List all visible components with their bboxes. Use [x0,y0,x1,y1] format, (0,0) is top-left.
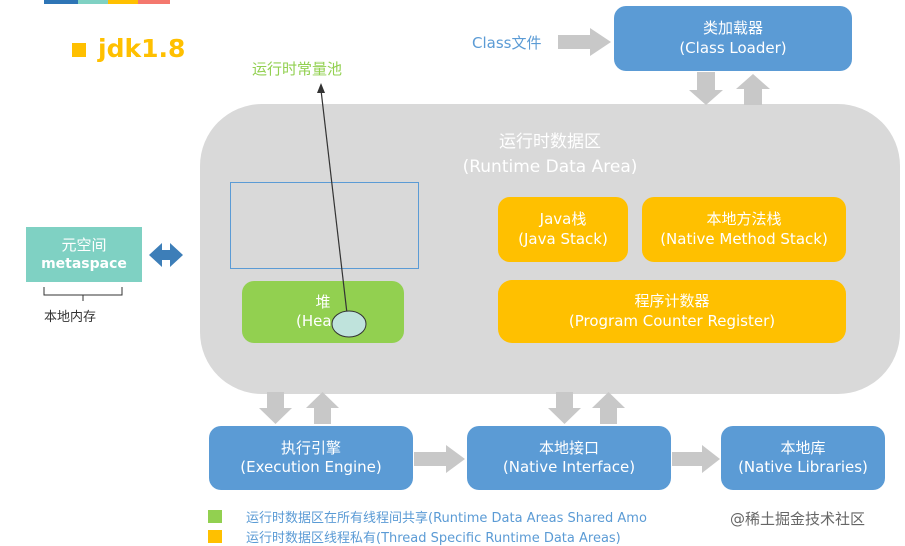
native-libraries-box: 本地库 (Native Libraries) [721,426,885,490]
java-stack-en: (Java Stack) [518,229,608,248]
method-area-box [230,182,419,269]
top-strip-yellow [108,0,138,4]
constant-pool-pointer [320,89,349,323]
native-method-stack-en: (Native Method Stack) [660,229,828,248]
title-bullet [72,43,86,57]
legend-text-shared: 运行时数据区在所有线程间共享(Runtime Data Areas Shared… [246,511,647,526]
runtime-data-area-zh: 运行时数据区 [499,132,601,152]
execution-engine-box: 执行引擎 (Execution Engine) [209,426,413,490]
program-counter-box: 程序计数器 (Program Counter Register) [498,280,846,343]
class-loader-en: (Class Loader) [679,38,787,57]
arrow-native-down [548,392,581,424]
legend-swatch-shared [208,510,222,523]
native-interface-en: (Native Interface) [502,458,636,476]
arrow-classfile-to-loader [558,28,611,56]
legend-text-private: 运行时数据区线程私有(Thread Specific Runtime Data … [246,531,621,546]
runtime-constant-pool-label: 运行时常量池 [252,60,343,78]
class-loader-box: 类加载器 (Class Loader) [614,6,852,71]
native-libraries-en: (Native Libraries) [738,458,868,476]
arrow-loader-up [736,74,770,105]
native-libraries-zh: 本地库 [780,438,826,457]
runtime-data-area-label: 运行时数据区 (Runtime Data Area) [200,130,900,179]
class-file-label: Class文件 [472,34,542,52]
top-strip-teal [78,0,108,4]
constant-pool-pointer-head [317,83,325,93]
legend-swatch-private [208,530,222,543]
arrow-native-to-lib [672,445,720,473]
metaspace-bracket [43,287,123,301]
arrow-native-up [592,392,625,424]
watermark: @稀土掘金技术社区 [728,508,868,529]
runtime-data-area-en: (Runtime Data Area) [462,156,638,177]
native-method-stack-zh: 本地方法栈 [706,210,782,228]
execution-engine-en: (Execution Engine) [240,458,382,476]
arrow-metaspace-double [149,243,183,267]
java-stack-zh: Java栈 [539,210,587,228]
metaspace-box: 元空间 metaspace [26,227,142,282]
class-loader-zh: 类加载器 [702,19,763,37]
heap-box: 堆 (Hea [242,281,404,343]
heap-zh: 堆 [315,292,331,311]
arrow-exec-up [306,392,339,424]
java-stack-box: Java栈 (Java Stack) [498,197,628,262]
program-counter-zh: 程序计数器 [634,292,710,310]
metaspace-en: metaspace [41,256,127,273]
native-interface-zh: 本地接口 [538,438,599,457]
page-title: jdk1.8 [98,34,186,63]
top-strip-blue [44,0,78,4]
program-counter-en: (Program Counter Register) [568,311,776,330]
execution-engine-zh: 执行引擎 [280,438,341,457]
top-strip-red [138,0,170,4]
heap-en: (Hea [296,312,332,330]
local-memory-label: 本地内存 [44,310,97,325]
arrow-exec-down [259,392,292,424]
metaspace-zh: 元空间 [61,235,107,254]
native-interface-box: 本地接口 (Native Interface) [467,426,671,490]
constant-pool-ellipse [331,310,367,338]
arrow-loader-down [689,72,723,105]
native-method-stack-box: 本地方法栈 (Native Method Stack) [642,197,846,262]
arrow-exec-to-native [414,445,465,473]
